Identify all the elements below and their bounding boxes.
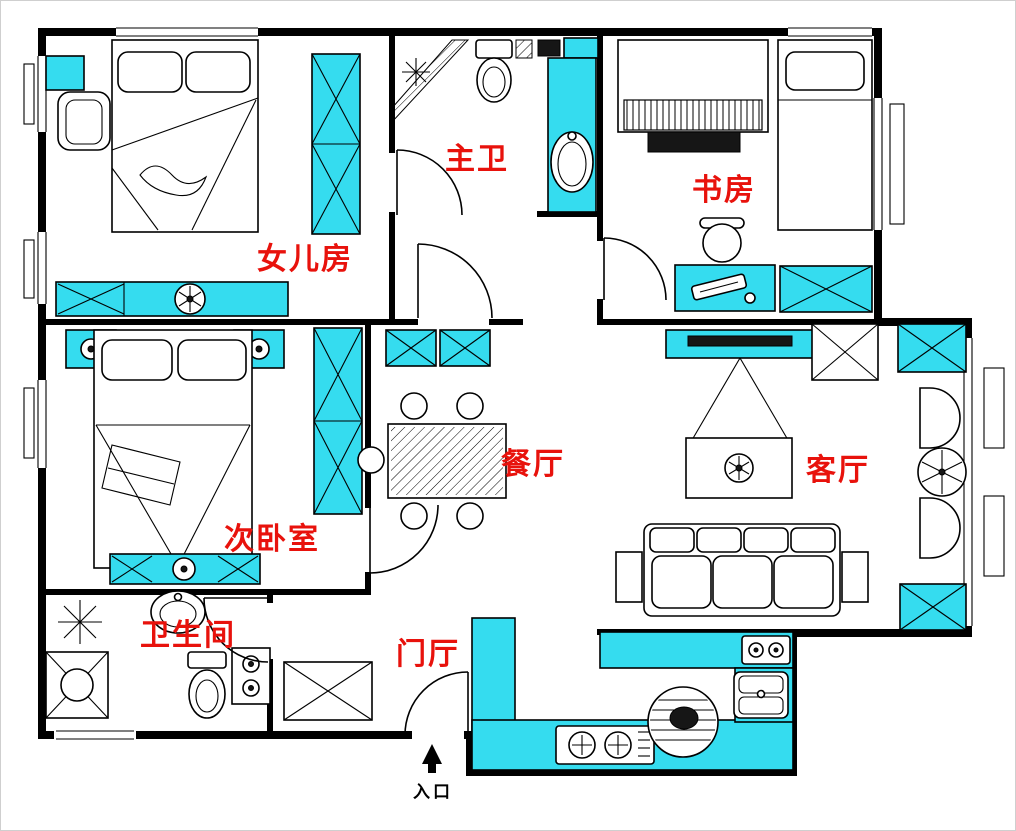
room-second-bedroom [65, 327, 363, 585]
bath-cyan-box [563, 37, 599, 59]
wardrobe [313, 327, 363, 515]
shower-head-icon [402, 58, 430, 86]
plant-icon [58, 600, 102, 644]
piano [617, 39, 769, 153]
study-bed [777, 39, 873, 231]
armchair [57, 91, 111, 151]
room-bathroom [45, 590, 271, 719]
toilet [187, 651, 227, 719]
cooktop [741, 635, 791, 665]
window-right-study [870, 98, 905, 230]
tv-cabinet [665, 329, 815, 359]
corner-cabinet [45, 55, 85, 91]
dining-chair [357, 446, 385, 474]
shoe-cabinet [283, 661, 373, 721]
desk-chair [699, 217, 745, 263]
room-label-bathroom: 卫生间 [140, 618, 236, 653]
room-label-foyer: 门厅 [396, 637, 460, 672]
window-left-2 [23, 232, 50, 304]
cabinet [231, 647, 271, 705]
dining-chair [400, 392, 428, 420]
dining-chair [456, 502, 484, 530]
dining-chair [400, 502, 428, 530]
bath-shelf [515, 39, 533, 59]
window-top-1 [116, 24, 258, 40]
kitchen-sink [733, 671, 789, 719]
window-left-3 [23, 380, 50, 468]
room-living [615, 323, 967, 631]
desk [674, 264, 776, 312]
bay-chair [919, 497, 961, 559]
bed [93, 329, 253, 569]
stove [555, 725, 655, 765]
bay-cabinet-bottom [899, 583, 967, 631]
window-bottom-left [54, 727, 136, 743]
bath-dark-cabinet [537, 39, 561, 57]
study-cabinet [779, 265, 873, 313]
room-dining [357, 329, 507, 530]
room-daughter [45, 39, 361, 317]
room-label-master-bath: 主卫 [445, 142, 509, 177]
plant [917, 447, 967, 497]
vanity [547, 57, 597, 213]
bed [111, 39, 259, 233]
dining-chair [456, 392, 484, 420]
tv-cabinet [109, 553, 261, 585]
shower-screen [391, 39, 470, 124]
tv-icon [687, 335, 793, 347]
dining-table [387, 423, 507, 499]
sideboard [385, 329, 491, 367]
room-master-bath [391, 37, 599, 213]
side-table [841, 551, 869, 603]
room-label-dining: 餐厅 [501, 447, 565, 482]
basket [647, 686, 719, 758]
window-top-2 [788, 24, 872, 40]
coffee-table [685, 437, 793, 499]
window-bay-right [960, 338, 1005, 626]
washing-machine [45, 651, 109, 719]
storage-cabinet-white [811, 323, 879, 381]
room-label-study: 书房 [692, 173, 756, 208]
kitchen [471, 617, 794, 771]
room-study [617, 39, 873, 313]
entrance-label: 入口 [413, 782, 453, 803]
room-label-daughters-room: 女儿房 [257, 242, 353, 277]
wardrobe [311, 53, 361, 235]
room-foyer [283, 661, 442, 773]
sofa [643, 523, 841, 617]
bay-chair [919, 387, 961, 449]
room-label-second-bedroom: 次卧室 [224, 522, 320, 557]
entrance-arrow-icon [422, 744, 442, 773]
toilet [475, 39, 513, 103]
dresser [55, 281, 289, 317]
wash-basin [150, 590, 206, 634]
doors [203, 149, 667, 736]
room-label-living: 客厅 [806, 453, 870, 488]
bay-cabinet-top [897, 323, 967, 373]
side-table [615, 551, 643, 603]
